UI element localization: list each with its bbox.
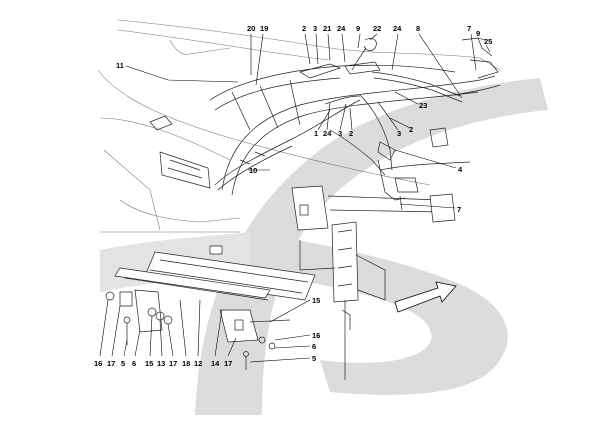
callout-23: 23: [419, 101, 427, 110]
callout-labels: 20 19 2 3 21 24 9 22 24 8 7 9 25 11 23 1…: [94, 24, 492, 368]
hinge-mechanism: [299, 221, 386, 380]
callout-24-mid: 24: [393, 24, 402, 33]
callout-7-top: 7: [467, 24, 471, 33]
callout-1: 1: [314, 129, 318, 138]
callout-15-bottom: 15: [145, 359, 153, 368]
callout-3-right: 3: [397, 129, 401, 138]
callout-10: 10: [249, 166, 257, 175]
callout-25: 25: [484, 37, 492, 46]
callout-16-bottom: 16: [94, 359, 102, 368]
callout-12-bottom: 12: [194, 359, 202, 368]
callout-13-bottom: 13: [157, 359, 165, 368]
callout-3-top: 3: [313, 24, 317, 33]
callout-8: 8: [416, 24, 420, 33]
callout-18-bottom: 18: [182, 359, 190, 368]
car-body-outline: [97, 19, 501, 233]
support-bracket: [291, 185, 456, 231]
callout-9-top: 9: [356, 24, 360, 33]
cable-assembly: [214, 37, 493, 191]
callout-5-bottom: 5: [121, 359, 125, 368]
callout-17c-bottom: 17: [224, 359, 232, 368]
callout-17-bottom: 17: [107, 359, 115, 368]
callout-24-low: 24: [323, 129, 332, 138]
callout-21: 21: [323, 24, 331, 33]
leader-lines: [99, 33, 491, 363]
callout-2-low: 2: [349, 129, 353, 138]
callout-9-right: 9: [476, 29, 480, 38]
callout-4: 4: [458, 165, 463, 174]
callout-6-right: 6: [312, 342, 316, 351]
front-direction-arrow: [394, 281, 457, 313]
callout-16-right: 16: [312, 331, 320, 340]
callout-20: 20: [247, 24, 255, 33]
callout-24-top: 24: [337, 24, 346, 33]
callout-2-right: 2: [409, 125, 413, 134]
callout-22: 22: [373, 24, 381, 33]
callout-7-mid: 7: [457, 205, 461, 214]
callout-14-bottom: 14: [211, 359, 220, 368]
callout-6-bottom: 6: [132, 359, 136, 368]
callout-2-top: 2: [302, 24, 306, 33]
callout-19: 19: [260, 24, 268, 33]
callout-11: 11: [116, 61, 124, 70]
callout-5-right: 5: [312, 354, 316, 363]
callout-17b-bottom: 17: [169, 359, 177, 368]
callout-15-right: 15: [312, 296, 320, 305]
callout-3-low: 3: [338, 129, 342, 138]
